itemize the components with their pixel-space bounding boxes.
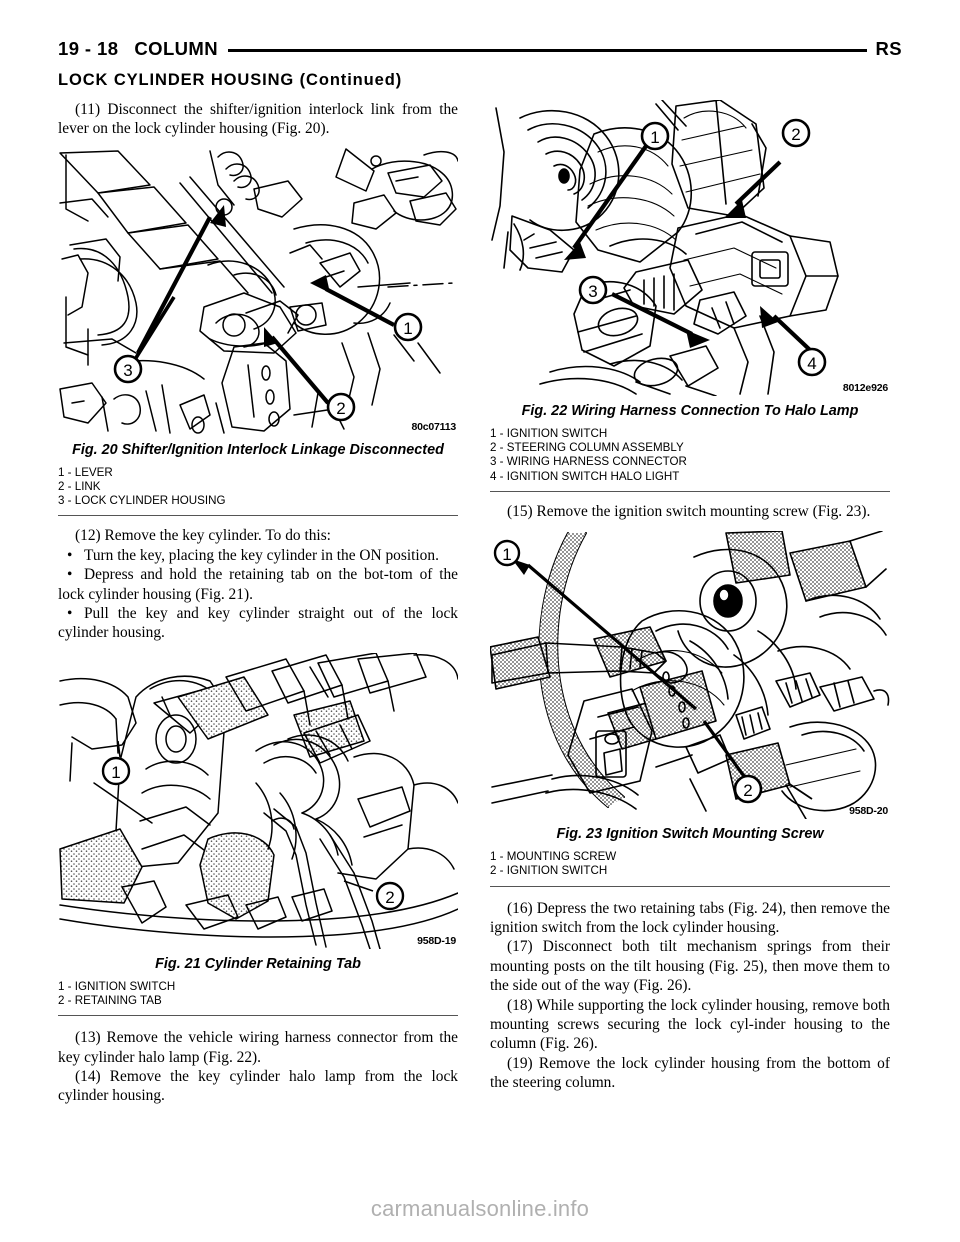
legend-item: 3 - WIRING HARNESS CONNECTOR (490, 455, 687, 469)
figure-20-caption: Fig. 20 Shifter/Ignition Interlock Linka… (72, 441, 444, 458)
step-16-text: (16) Depress the two retaining tabs (Fig… (490, 899, 890, 937)
step-13-text: (13) Remove the vehicle wiring harness c… (58, 1029, 458, 1066)
legend-item: 1 - IGNITION SWITCH (490, 427, 608, 440)
svg-text:1: 1 (111, 763, 120, 782)
step-18-text: (18) While supporting the lock cylinder … (490, 996, 890, 1053)
svg-text:2: 2 (743, 781, 752, 800)
section-title: COLUMN (134, 38, 218, 59)
step-12-text: (12) Remove the key cylinder. To do this… (75, 527, 331, 545)
svg-text:2: 2 (336, 399, 345, 418)
figure-22-caption: Fig. 22 Wiring Harness Connection To Hal… (521, 403, 859, 419)
figure-20-legend: 1 - LEVER 2 - LINK 3 - LOCK CYLINDER HOU… (58, 466, 458, 509)
step-11-text: (11) Disconnect the shifter/ignition int… (58, 101, 458, 138)
legend-item: 1 - MOUNTING SCREW (490, 850, 617, 864)
figure-21-image-id: 958D-19 (417, 934, 456, 947)
figure-21: 1 2 958D-19 Fig. 21 Cylinder Retaining T… (58, 652, 458, 1017)
figure-21-legend: 1 - IGNITION SWITCH 2 - RETAINING TAB (58, 980, 458, 1008)
right-column: 1 2 3 4 8012e926 Fig. 22 Wiring Harness … (490, 100, 890, 1093)
step-19-text: (19) Remove the lock cylinder housing fr… (490, 1054, 890, 1092)
figure-20: 1 2 3 80c07113 Fig. 20 Shifter/Ignition … (58, 146, 458, 517)
svg-text:4: 4 (807, 354, 816, 373)
figure-21-caption: Fig. 21 Cylinder Retaining Tab (155, 955, 361, 972)
figure-22-image-id: 8012e926 (842, 382, 888, 394)
figure-23-legend: 1 - MOUNTING SCREW 2 - IGNITION SWITCH (490, 850, 890, 878)
step-12-bullet-1: Turn the key, placing the key cylinder i… (58, 546, 458, 565)
figure-20-illustration: 1 2 3 80c07113 (58, 146, 458, 435)
legend-item: 2 - LINK (58, 480, 101, 494)
figure-23-separator (490, 885, 890, 887)
figure-22-legend: 1 - IGNITION SWITCH 2 - STEERING COLUMN … (490, 427, 890, 484)
step-17-text: (17) Disconnect both tilt mechanism spri… (490, 938, 890, 995)
legend-item: 2 - IGNITION SWITCH (490, 864, 608, 878)
step-14-text: (14) Remove the key cylinder halo lamp f… (58, 1068, 458, 1105)
legend-item: 3 - LOCK CYLINDER HOUSING (58, 494, 226, 508)
legend-item: 1 - LEVER (58, 465, 113, 479)
figure-22-illustration: 1 2 3 4 8012e926 (490, 100, 890, 396)
step-12-bullet-3: Pull the key and key cylinder straight o… (58, 604, 458, 643)
step-12-bullet-2: Depress and hold the retaining tab on th… (58, 565, 458, 604)
site-watermark: carmanualsonline.info (370, 1196, 590, 1221)
svg-text:1: 1 (403, 319, 412, 338)
figure-23-image-id: 958D-20 (849, 805, 888, 818)
figure-23-illustration: 1 2 958D-20 (490, 531, 890, 820)
figure-22: 1 2 3 4 8012e926 Fig. 22 Wiring Harness … (490, 100, 890, 492)
figure-21-separator (58, 1015, 458, 1017)
legend-item: 4 - IGNITION SWITCH HALO LIGHT (490, 469, 680, 483)
header-rule (228, 48, 867, 52)
legend-item: 1 - IGNITION SWITCH (58, 979, 176, 993)
page-folio: 19 - 18 (58, 38, 119, 59)
page-title: LOCK CYLINDER HOUSING (Continued) (58, 71, 403, 89)
svg-text:1: 1 (650, 128, 659, 147)
svg-text:1: 1 (502, 545, 511, 564)
running-header: 19 - 18 COLUMN RS (58, 36, 902, 62)
left-column: (11) Disconnect the shifter/ignition int… (58, 100, 458, 1106)
svg-text:3: 3 (123, 361, 132, 380)
svg-text:3: 3 (588, 282, 597, 301)
figure-20-separator (58, 515, 458, 517)
svg-text:2: 2 (791, 125, 800, 144)
figure-20-image-id: 80c07113 (411, 420, 456, 433)
figure-22-separator (490, 490, 890, 492)
figure-21-illustration: 1 2 958D-19 (58, 652, 458, 949)
step-15-text: (15) Remove the ignition switch mounting… (507, 502, 871, 520)
svg-text:2: 2 (385, 888, 394, 907)
figure-23-caption: Fig. 23 Ignition Switch Mounting Screw (556, 826, 824, 843)
legend-item: 2 - STEERING COLUMN ASSEMBLY (490, 441, 684, 455)
manual-code: RS (875, 38, 902, 59)
legend-item: 2 - RETAINING TAB (58, 994, 162, 1008)
figure-23: 1 2 958D-20 Fig. 23 Ignition Switch Moun… (490, 531, 890, 887)
